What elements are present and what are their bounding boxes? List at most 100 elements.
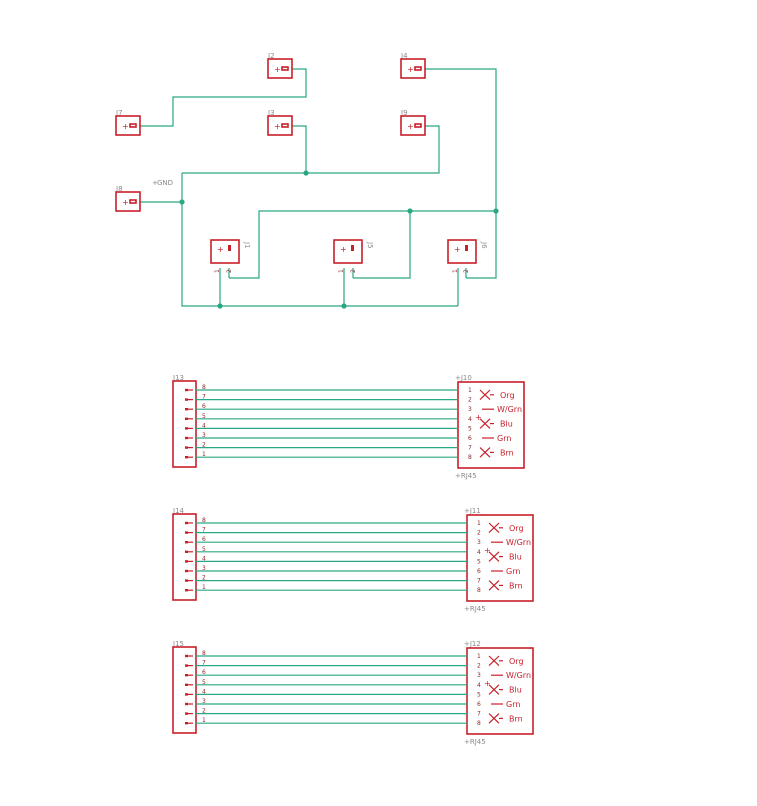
junction [217,303,223,309]
header-pin-marker [185,531,188,534]
connector-J6[interactable]: + J6 1 2 [447,239,488,273]
polarity-icon: + [475,413,482,422]
crossover-icon [479,447,491,458]
header-ref: J9 [400,109,408,117]
pin-number: 1 [452,269,459,273]
plus-icon: + [217,245,224,254]
plus-icon: + [274,65,281,74]
header-ref: J7 [115,109,123,117]
jack-pin-number: 1 [468,387,472,394]
header-pin-marker [185,683,188,686]
junction [179,199,185,205]
gnd-net-marker: + [152,179,158,187]
pin-number: 2 [350,269,357,273]
jack-pin-number: 8 [477,587,481,594]
jack-pin-number: 3 [477,539,481,546]
jack-pin-number: 1 [477,653,481,660]
jack-pin-number: 7 [477,711,481,718]
header-body[interactable] [172,646,197,734]
jack-pin-number: 4 [477,682,481,689]
junction [407,208,413,214]
jack-pin-number: 4 [468,416,472,423]
header-pin-number: 6 [202,403,206,410]
crossover-icon [488,655,500,667]
pin-number: 1 [214,269,221,273]
signal-label: Grn [506,700,520,709]
header-J8[interactable]: J8 + [115,185,141,212]
header-ref: J4 [400,52,408,60]
header-pin-marker [185,541,188,544]
header-pin-marker [185,674,188,677]
signal-label: Org [509,657,524,666]
pin-number: 1 [338,269,345,273]
jack-pin-number: 2 [468,397,472,404]
plus-icon: + [122,122,129,131]
signal-label: Grn [497,434,511,443]
jack-pin-number: 8 [468,454,472,461]
jack-pin-number: 6 [477,701,481,708]
header-J3[interactable]: J3 + [267,109,293,136]
header-pin-number: 1 [202,584,206,591]
connector-J5[interactable]: + J5 1 2 [333,239,374,273]
header-J9[interactable]: J9 + [400,109,426,136]
signal-label: Blu [509,553,522,562]
header-J7[interactable]: J7 + [115,109,141,136]
signal-label: Brn [509,714,523,723]
rj45-jack-body[interactable] [466,514,534,602]
polarity-icon: + [484,546,491,555]
plus-icon: + [122,198,129,207]
header-pin-number: 4 [202,422,206,429]
jack-pin-number: 5 [468,425,472,432]
header-J4[interactable]: J4 + [400,52,426,79]
header-body[interactable] [172,513,197,601]
plus-icon: + [407,122,414,131]
header-body[interactable] [172,380,197,468]
header-pin-number: 7 [202,660,206,667]
header-pin-number: 5 [202,679,206,686]
jack-pin-number: 1 [477,520,481,527]
header-pin-number: 8 [202,517,206,524]
plus-icon: + [454,245,461,254]
header-pin-marker [185,579,188,582]
signal-label: Blu [509,686,522,695]
crossover-icon [479,418,491,429]
jack-value: +RJ45 [455,472,477,480]
header-pin-number: 2 [202,442,206,449]
jack-pin-number: 2 [477,663,481,670]
header-pin-number: 6 [202,536,206,543]
header-pin-marker [185,398,188,401]
rj45-jack-body[interactable] [466,647,534,735]
header-pin-number: 2 [202,708,206,715]
header-pin-marker [185,417,188,420]
header-ref: J15 [172,640,184,648]
jack-pin-number: 5 [477,558,481,565]
header-pin-number: 4 [202,555,206,562]
jack-pin-number: 4 [477,549,481,556]
header-pin-number: 4 [202,688,206,695]
signal-label: Org [500,391,515,400]
header-pin-number: 7 [202,527,206,534]
junction [303,170,309,176]
junction [493,208,499,214]
header-ref: J8 [115,185,123,193]
header-pin-marker [185,456,188,459]
jack-value: +RJ45 [464,605,486,613]
jack-ref: +J12 [464,640,481,648]
signal-label: W/Grn [506,538,531,547]
signal-label: Blu [500,420,513,429]
jack-pin-number: 2 [477,530,481,537]
connector-J1[interactable]: + J1 1 2 [210,239,251,273]
jack-pin-number: 7 [468,445,472,452]
rj45-jack-body[interactable] [457,381,525,469]
crossover-icon [488,684,500,695]
header-pin-marker [185,427,188,430]
header-pin-number: 8 [202,384,206,391]
jack-pin-number: 6 [477,568,481,575]
header-pin-number: 7 [202,394,206,401]
header-pin-marker [185,560,188,563]
header-pin-number: 5 [202,546,206,553]
crossover-icon [488,713,500,724]
header-J2[interactable]: J2 + [267,52,293,79]
